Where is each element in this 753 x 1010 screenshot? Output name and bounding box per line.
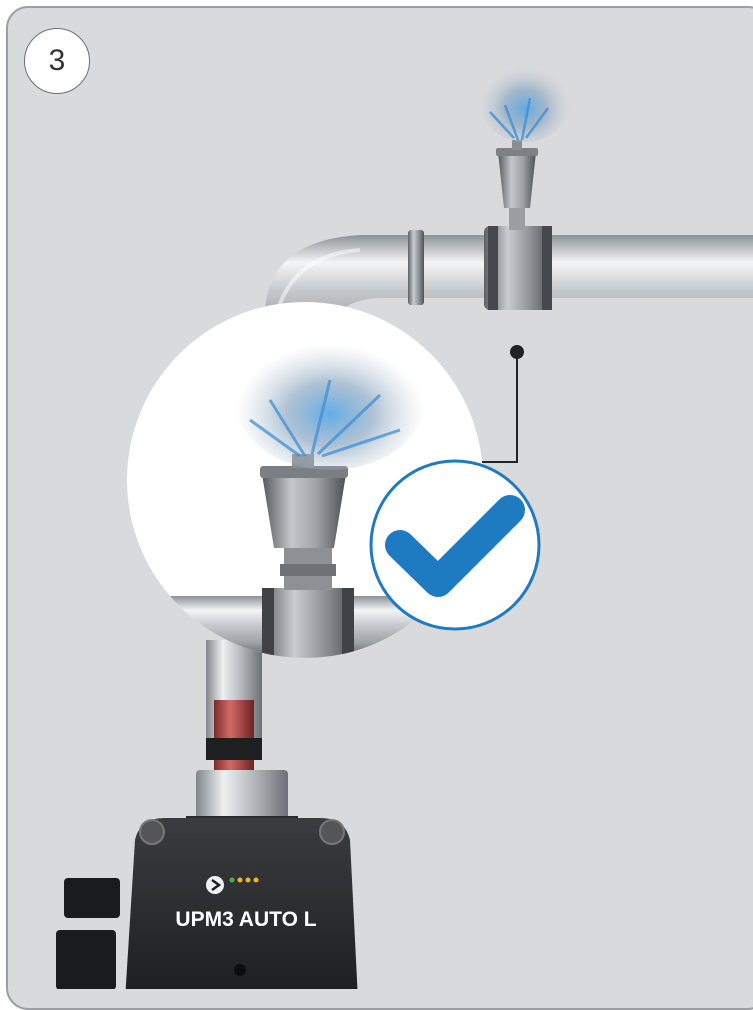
- vertical-pipe: [186, 640, 298, 836]
- checkmark-icon: [371, 461, 539, 629]
- circulator-pump: [56, 818, 358, 989]
- air-vent: [496, 140, 538, 230]
- step-number-badge: 3: [24, 28, 90, 94]
- installation-illustration: UPM3 AUTO L: [0, 0, 753, 989]
- play-icon: [206, 876, 224, 894]
- air-spray: [479, 58, 571, 142]
- callout-connector: [480, 345, 524, 462]
- pump-model-label: UPM3 AUTO L: [175, 908, 316, 931]
